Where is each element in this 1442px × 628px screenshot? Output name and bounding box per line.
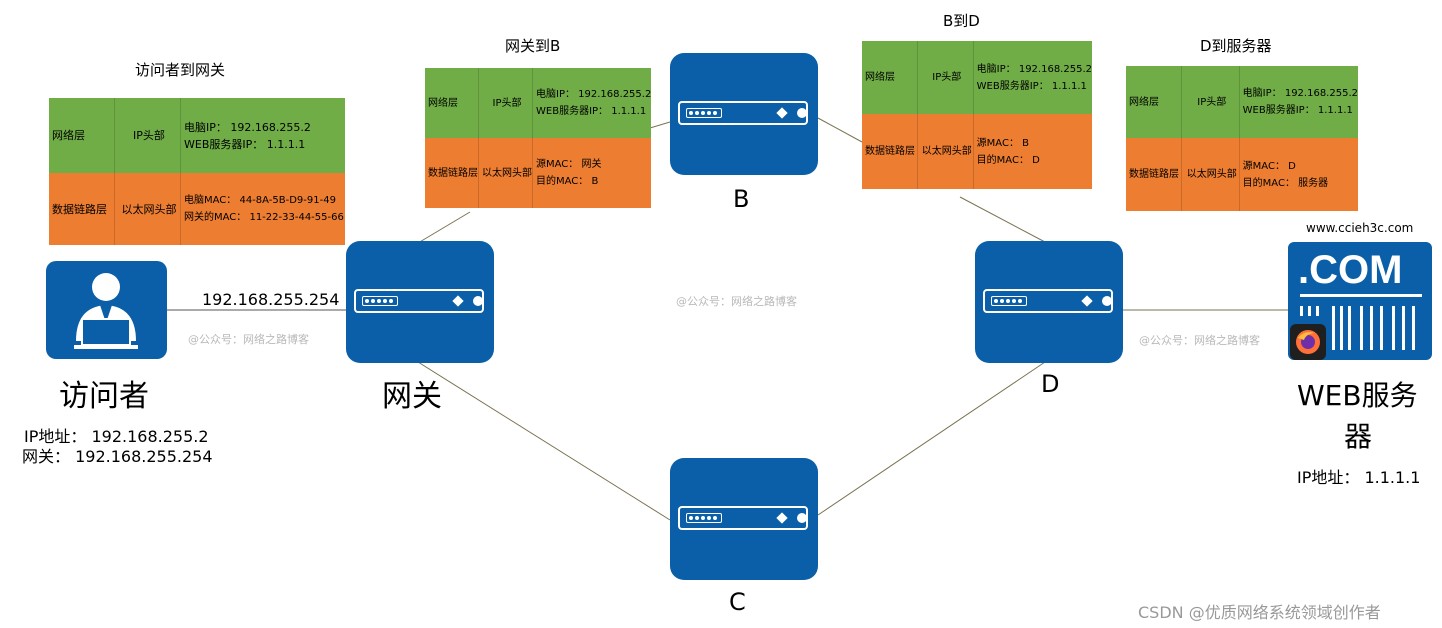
link-table3-d — [959, 196, 1046, 243]
server-domain: www.ccieh3c.com — [1306, 221, 1414, 235]
watermark-1: @公众号：网络之路博客 — [188, 333, 309, 346]
router-b-icon — [670, 53, 818, 175]
server-com-text: .COM — [1298, 248, 1403, 292]
link-layer-label: 数据链路层 — [865, 146, 915, 157]
router-d-icon — [975, 241, 1123, 363]
router-c-icon — [670, 458, 818, 580]
title-visitor-to-gateway: 访问者到网关 — [135, 61, 226, 79]
dst-mac: 目的MAC： B — [536, 176, 599, 187]
src-mac: 源MAC： B — [976, 137, 1029, 149]
dst-ip: WEB服务器IP： 1.1.1.1 — [976, 80, 1087, 92]
src-mac: 源MAC： 网关 — [536, 159, 602, 170]
router-d-label: D — [1041, 370, 1060, 398]
network-layer-label: 网络层 — [1129, 96, 1159, 108]
link-layer-label: 数据链路层 — [428, 167, 478, 179]
network-layer-label: 网络层 — [865, 72, 895, 83]
ip-header-label: IP头部 — [1197, 96, 1227, 108]
dst-ip: WEB服务器IP： 1.1.1.1 — [536, 106, 647, 117]
server-label-line2: 器 — [1344, 420, 1373, 453]
link-b-table3 — [817, 117, 863, 143]
csdn-watermark: CSDN @优质网络系统领域创作者 — [1138, 603, 1381, 622]
server-label-line1: WEB服务 — [1297, 379, 1418, 412]
title-gateway-to-b: 网关到B — [505, 37, 561, 55]
ip-header-label: IP头部 — [492, 97, 522, 109]
eth-header-label: 以太网头部 — [921, 146, 972, 157]
dst-ip: WEB服务器IP： 1.1.1.1 — [184, 137, 306, 151]
visitor-ip: IP地址： 192.168.255.2 — [24, 427, 209, 446]
gateway-label: 网关 — [382, 379, 442, 414]
link-c-d — [817, 361, 1046, 516]
dst-mac: 目的MAC： D — [976, 154, 1040, 166]
dst-mac: 目的MAC： 服务器 — [1242, 177, 1329, 189]
src-mac: 源MAC： D — [1242, 160, 1296, 172]
eth-header-label: 以太网头部 — [1186, 169, 1237, 180]
visitor-label: 访问者 — [59, 379, 149, 414]
network-layer-label: 网络层 — [428, 97, 458, 109]
gateway-ip-label: 192.168.255.254 — [202, 290, 340, 309]
title-d-to-server: D到服务器 — [1200, 37, 1272, 55]
watermark-2: @公众号：网络之路博客 — [676, 295, 797, 308]
eth-header-label: 以太网头部 — [482, 167, 532, 179]
watermark-3: @公众号：网络之路博客 — [1139, 334, 1260, 347]
title-b-to-d: B到D — [943, 12, 980, 30]
link-table2-b — [649, 121, 671, 129]
src-ip: 电脑IP： 192.168.255.2 — [1242, 88, 1358, 99]
eth-header-label: 以太网头部 — [121, 202, 177, 216]
ip-header-label: IP头部 — [932, 72, 962, 83]
network-layer-label: 网络层 — [52, 129, 85, 142]
ip-header-label: IP头部 — [133, 129, 165, 142]
link-layer-label: 数据链路层 — [52, 202, 107, 216]
src-ip: 电脑IP： 192.168.255.2 — [536, 89, 652, 100]
src-ip: 电脑IP： 192.168.255.2 — [184, 120, 311, 134]
dst-ip: WEB服务器IP： 1.1.1.1 — [1242, 105, 1353, 116]
link-gateway-c — [417, 361, 671, 521]
link-gateway-table2 — [417, 211, 471, 244]
web-server-icon: .COM — [1288, 242, 1432, 360]
visitor-user-icon — [46, 261, 167, 359]
server-ip: IP地址： 1.1.1.1 — [1297, 468, 1421, 487]
gateway-router-icon — [346, 241, 494, 363]
link-layer-label: 数据链路层 — [1129, 169, 1179, 180]
router-b-label: B — [733, 185, 750, 213]
router-c-label: C — [729, 588, 746, 616]
visitor-gateway-ip: 网关： 192.168.255.254 — [22, 447, 213, 466]
src-mac: 电脑MAC： 44-8A-5B-D9-91-49 — [184, 195, 336, 206]
src-ip: 电脑IP： 192.168.255.2 — [976, 63, 1092, 75]
dst-mac: 网关的MAC： 11-22-33-44-55-66 — [184, 212, 344, 223]
browser-icon — [1290, 324, 1326, 360]
